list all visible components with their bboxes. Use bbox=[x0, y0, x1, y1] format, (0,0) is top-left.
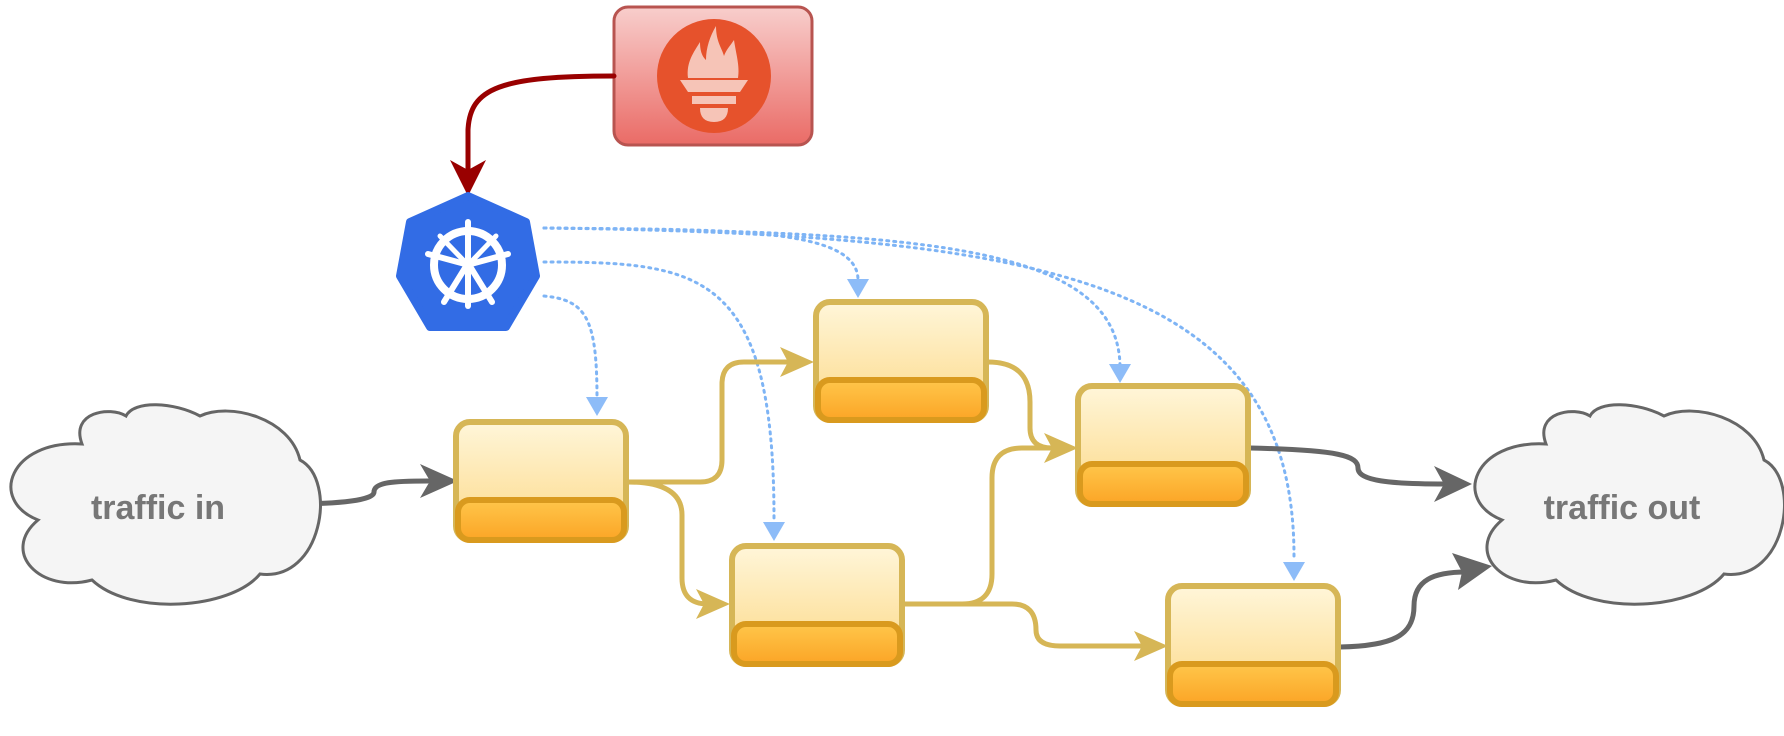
arrowhead bbox=[696, 589, 730, 619]
k8s-link-svc-c bbox=[542, 260, 776, 520]
traffic-out-cloud[interactable]: traffic out bbox=[1473, 403, 1784, 606]
internal-traffic-arrowheads bbox=[696, 347, 1168, 661]
service-node-e[interactable] bbox=[1168, 586, 1338, 704]
arrowhead bbox=[450, 160, 486, 196]
arrowhead bbox=[1283, 562, 1305, 581]
traffic-out-label: traffic out bbox=[1544, 489, 1701, 527]
cloud-shape bbox=[9, 403, 322, 606]
cloud-shape bbox=[1473, 403, 1784, 606]
kubernetes-link-arrowheads bbox=[586, 279, 1305, 581]
arrowhead bbox=[763, 522, 785, 541]
prometheus-node[interactable] bbox=[612, 5, 814, 147]
arrowhead bbox=[847, 279, 869, 298]
service-node-c[interactable] bbox=[732, 546, 902, 664]
service-node-d[interactable] bbox=[1078, 386, 1248, 504]
service-node-b[interactable] bbox=[816, 302, 986, 420]
external-traffic-arrowheads bbox=[420, 464, 1492, 590]
flow-a-to-c bbox=[625, 479, 719, 607]
flow-c-to-e bbox=[899, 601, 1145, 649]
arrowhead bbox=[586, 397, 608, 416]
flow-e-to-out bbox=[1337, 569, 1469, 650]
arrowhead bbox=[1044, 433, 1078, 463]
arrowhead bbox=[1109, 364, 1131, 383]
arrowhead bbox=[420, 464, 458, 498]
helm-wheel-icon bbox=[425, 219, 511, 309]
arrowhead bbox=[1452, 553, 1492, 590]
prometheus-to-kubernetes-link bbox=[465, 73, 617, 175]
flow-a-to-b bbox=[625, 359, 793, 485]
k8s-link-svc-a bbox=[542, 294, 599, 400]
arrowhead bbox=[780, 347, 814, 377]
traffic-in-cloud[interactable]: traffic in bbox=[9, 403, 322, 606]
external-traffic-links bbox=[285, 445, 1469, 650]
flow-c-to-d bbox=[899, 445, 1057, 607]
arrowhead bbox=[1434, 466, 1472, 502]
flow-d-to-out bbox=[1247, 445, 1449, 487]
internal-traffic-links bbox=[625, 359, 1145, 649]
prometheus-flame-icon bbox=[657, 19, 771, 133]
kubernetes-node[interactable] bbox=[396, 192, 540, 331]
flow-in-to-a bbox=[285, 478, 431, 507]
traffic-in-label: traffic in bbox=[91, 489, 225, 527]
service-node-a[interactable] bbox=[456, 422, 626, 540]
flow-b-to-d bbox=[985, 359, 1057, 451]
arrowhead bbox=[1134, 631, 1168, 661]
